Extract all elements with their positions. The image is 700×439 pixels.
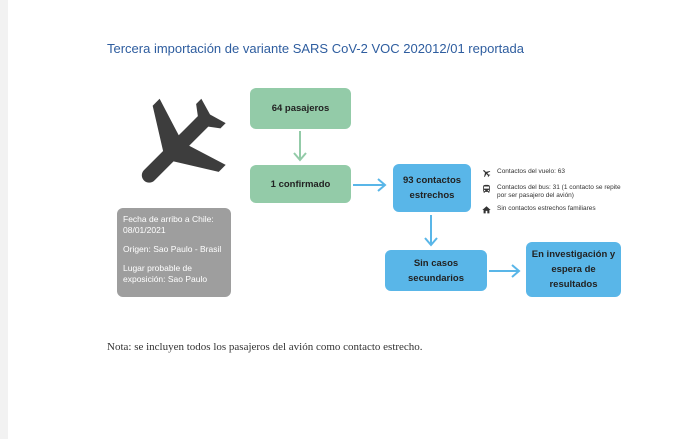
page-title: Tercera importación de variante SARS CoV…: [107, 41, 524, 56]
airplane-icon: [483, 170, 491, 178]
exposure-place: Lugar probable de exposición: Sao Paulo: [123, 263, 208, 284]
passengers-box: 64 pasajeros: [250, 88, 351, 129]
arrow-no-secondary-to-investigation: [489, 264, 521, 278]
legend-item-flight: Contactos del vuelo: 63: [480, 168, 622, 178]
legend-bus-text: Contactos del bus: 31 (1 contacto se rep…: [497, 184, 621, 199]
footnote: Nota: se incluyen todos los pasajeros de…: [107, 341, 423, 353]
origin: Origen: Sao Paulo - Brasil: [123, 244, 222, 254]
confirmed-label: 1 confirmado: [270, 178, 331, 190]
contacts-label: 93 contactos estrechos: [402, 175, 462, 201]
legend-house-text: Sin contactos estrechos familiares: [497, 205, 596, 212]
confirmed-box: 1 confirmado: [250, 165, 351, 203]
legend-item-house: Sin contactos estrechos familiares: [480, 205, 622, 215]
arrow-passengers-to-confirmed: [293, 131, 307, 162]
legend-item-bus: Contactos del bus: 31 (1 contacto se rep…: [480, 184, 622, 200]
legend-flight-text: Contactos del vuelo: 63: [497, 168, 565, 175]
arrow-confirmed-to-contacts: [353, 178, 387, 192]
info-box: Fecha de arribo a Chile: 08/01/2021 Orig…: [117, 208, 231, 297]
arrow-contacts-to-no-secondary: [424, 215, 438, 247]
bus-icon: [483, 184, 490, 193]
no-secondary-label: Sin casos secundarios: [408, 257, 464, 284]
no-secondary-box: Sin casos secundarios: [385, 250, 487, 291]
investigation-label: En investigación y espera de resultados: [531, 249, 616, 290]
airplane-icon: [141, 98, 226, 183]
contacts-box: 93 contactos estrechos: [393, 164, 471, 212]
arrival-date: Fecha de arribo a Chile: 08/01/2021: [123, 214, 214, 235]
passengers-label: 64 pasajeros: [271, 103, 330, 114]
house-icon: [482, 206, 491, 214]
investigation-box: En investigación y espera de resultados: [526, 242, 621, 297]
